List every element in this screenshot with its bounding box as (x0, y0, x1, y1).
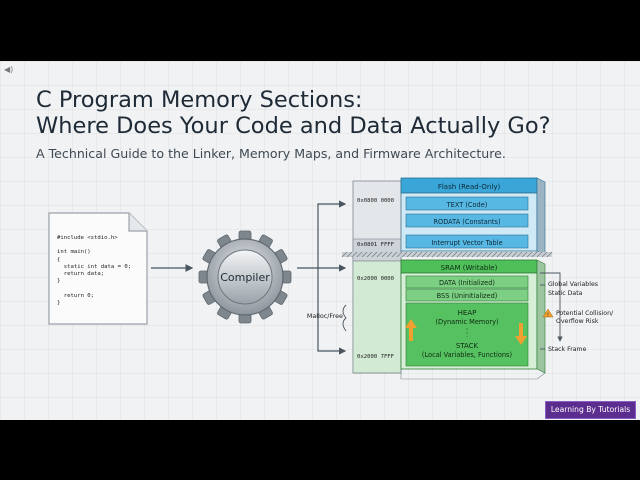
flash-addr-end: 0x0801 FFFF (357, 242, 395, 248)
svg-text:!: ! (547, 313, 549, 319)
collision-label-line1: Potential Collision/ (556, 310, 614, 317)
heap-subtitle: (Dynamic Memory) (435, 318, 498, 326)
bss-section (405, 288, 529, 302)
slide: ◀) C Program Memory Sections: Where Does… (0, 61, 640, 420)
heap-title: HEAP (458, 309, 477, 317)
collision-label-line2: Overflow Risk (556, 318, 599, 325)
heap-stack-region (405, 302, 529, 367)
warning-icon: ! (542, 308, 554, 319)
static-data-label: Static Data (548, 290, 583, 297)
rodata-section (405, 213, 529, 228)
stack-growth-arrow (515, 323, 527, 345)
subtitle: A Technical Guide to the Linker, Memory … (36, 146, 506, 161)
vector-table-section (405, 234, 529, 249)
bss-section-label: BSS (Uninitialized) (437, 292, 498, 300)
stack-frame-label: Stack Frame (548, 346, 587, 353)
data-section (405, 275, 529, 289)
text-section-label: TEXT (Code) (446, 201, 488, 209)
memory-gap (341, 251, 553, 258)
stack-title: STACK (456, 342, 479, 350)
page-title: C Program Memory Sections: Where Does Yo… (36, 87, 551, 139)
title-line-1: C Program Memory Sections: (36, 87, 363, 113)
flash-addr-start: 0x0800 0000 (357, 198, 394, 204)
vector-table-label: Interrupt Vector Table (431, 239, 502, 247)
memory-map-diagram: Flash (Read-Only) TEXT (Code) RODATA (Co… (151, 177, 614, 380)
title-line-2: Where Does Your Code and Data Actually G… (36, 113, 551, 139)
sram-addr-end: 0x2000 7FFF (357, 354, 395, 360)
stack-subtitle: (Local Variables, Functions) (422, 351, 512, 359)
data-section-label: DATA (Initialized) (439, 279, 495, 287)
channel-badge[interactable]: Learning By Tutorials (545, 401, 636, 419)
text-section (405, 196, 529, 211)
source-file-icon (48, 212, 148, 325)
speaker-icon[interactable]: ◀) (4, 65, 14, 74)
source-code: #include <stdio.h> int main() { static i… (57, 235, 132, 306)
flash-header-label: Flash (Read-Only) (438, 183, 501, 191)
malloc-label: Malloc/Free (307, 312, 343, 320)
global-vars-label: Global Variables (548, 281, 598, 288)
rodata-section-label: RODATA (Constants) (433, 218, 500, 226)
compiler-gear-icon: Compiler (198, 230, 292, 324)
heap-growth-arrow (405, 319, 417, 341)
compiler-label: Compiler (220, 271, 270, 284)
sram-addr-start: 0x2000 0000 (357, 276, 394, 282)
sram-header-label: SRAM (Writable) (441, 264, 498, 272)
